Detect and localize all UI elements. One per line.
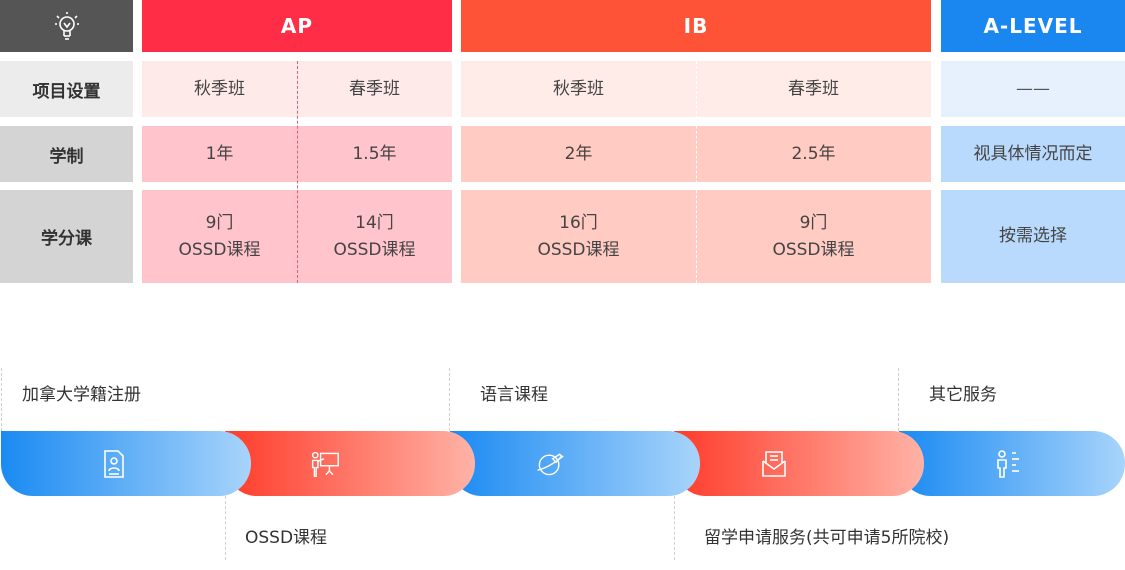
ap-credits-1: 9门 OSSD课程 <box>142 190 297 283</box>
ap-spring-cell: 春季班 <box>349 78 400 99</box>
row-label-credits: 学分课 <box>0 190 133 283</box>
header-ib: IB <box>461 0 931 52</box>
ib-fall-cell: 秋季班 <box>553 78 604 99</box>
service-label-ossd: OSSD课程 <box>245 528 328 548</box>
alevel-duration-cell: 视具体情况而定 <box>941 126 1125 182</box>
ap-credits-2-unit: OSSD课程 <box>333 239 416 260</box>
service-label-language: 语言课程 <box>480 385 548 405</box>
step-pill-4 <box>674 431 924 496</box>
ib-credits-1: 16门 OSSD课程 <box>461 190 696 283</box>
lightbulb-icon <box>52 11 82 41</box>
ib-credits-2-unit: OSSD课程 <box>772 239 855 260</box>
plane-globe-icon <box>535 449 565 479</box>
ib-divider <box>696 61 697 283</box>
document-person-icon <box>99 449 129 479</box>
ap-divider <box>297 61 298 283</box>
ib-credits-1-count: 16门 <box>559 212 598 233</box>
step-pill-2 <box>225 431 475 496</box>
person-steps-icon <box>993 449 1023 479</box>
presentation-icon <box>310 449 340 479</box>
ap-credits-2: 14门 OSSD课程 <box>297 190 452 283</box>
ib-duration-1: 2年 <box>564 143 593 164</box>
ap-credits-1-unit: OSSD课程 <box>178 239 261 260</box>
ib-credits-1-unit: OSSD课程 <box>537 239 620 260</box>
service-label-other: 其它服务 <box>929 385 997 405</box>
ap-duration-2: 1.5年 <box>352 143 397 164</box>
step-pill-5 <box>899 431 1125 496</box>
header-ap: AP <box>142 0 452 52</box>
guide-4 <box>225 496 226 560</box>
ib-spring-cell: 春季班 <box>788 78 839 99</box>
alevel-program-cell: —— <box>941 61 1125 117</box>
service-label-application: 留学申请服务(共可申请5所院校) <box>704 528 950 548</box>
ib-credits-2: 9门 OSSD课程 <box>696 190 931 283</box>
guide-2 <box>449 368 450 431</box>
mail-icon <box>759 449 789 479</box>
step-pill-1 <box>1 431 251 496</box>
row-label-program: 项目设置 <box>0 61 133 117</box>
guide-3 <box>898 368 899 431</box>
guide-1 <box>1 368 2 431</box>
alevel-credits-cell: 按需选择 <box>941 190 1125 283</box>
row-label-duration: 学制 <box>0 126 133 182</box>
step-pill-3 <box>450 431 700 496</box>
header-icon-cell <box>0 0 133 52</box>
ap-credits-2-count: 14门 <box>355 212 394 233</box>
service-label-enrollment: 加拿大学籍注册 <box>22 385 141 405</box>
header-alevel: A-LEVEL <box>941 0 1125 52</box>
ap-fall-cell: 秋季班 <box>194 78 245 99</box>
ap-duration-1: 1年 <box>205 143 234 164</box>
ib-duration-2: 2.5年 <box>791 143 836 164</box>
ap-credits-1-count: 9门 <box>205 212 234 233</box>
guide-5 <box>674 496 675 560</box>
ib-credits-2-count: 9门 <box>799 212 828 233</box>
